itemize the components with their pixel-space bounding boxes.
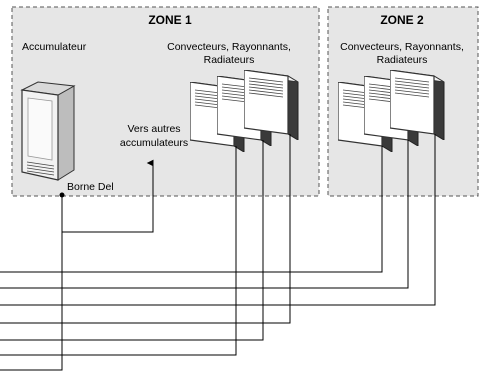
zone-2-convectors-label-line1: Convecteurs, Rayonnants, bbox=[340, 41, 464, 53]
zone-1-panel-heater-icon-3 bbox=[244, 70, 299, 140]
zone-1-title: ZONE 1 bbox=[148, 13, 192, 27]
zone-2-convectors-label-line2: Radiateurs bbox=[377, 54, 428, 66]
pilot-wire-accumulator bbox=[0, 195, 63, 371]
accumulator-heater-icon bbox=[20, 81, 76, 181]
other-accumulators-label-line2: accumulateurs bbox=[120, 137, 188, 149]
other-accumulators-label-line1: Vers autres bbox=[127, 123, 180, 135]
zone-2-title: ZONE 2 bbox=[380, 13, 424, 27]
wiring bbox=[0, 134, 436, 371]
zone-1-wire-2 bbox=[0, 140, 264, 341]
zone-1-convectors-label-line2: Radiateurs bbox=[204, 54, 255, 66]
junction-dot-icon bbox=[59, 192, 65, 198]
zone-2-panel-heater-icon-3 bbox=[390, 70, 445, 140]
branch-to-other-accumulators bbox=[62, 159, 154, 233]
zone-2-wire-3 bbox=[0, 134, 436, 306]
zone-2-wire-2 bbox=[0, 140, 409, 289]
zone-1-convectors-label-line1: Convecteurs, Rayonnants, bbox=[167, 41, 291, 53]
zone-2-wire-1 bbox=[0, 146, 383, 273]
zone-1-wire-1 bbox=[0, 146, 237, 356]
zone-1-wire-3 bbox=[0, 134, 291, 324]
accumulator-label: Accumulateur bbox=[22, 41, 87, 53]
terminal-label: Borne Del bbox=[67, 181, 114, 193]
